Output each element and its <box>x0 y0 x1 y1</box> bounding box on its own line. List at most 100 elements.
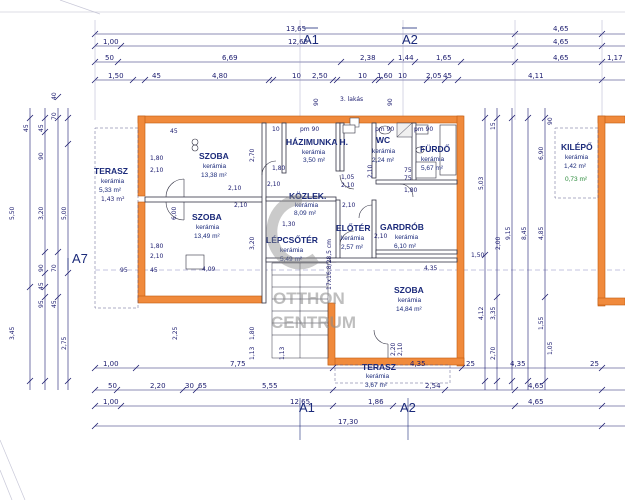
room-area: 2,57 m² <box>341 244 364 251</box>
dim-bottom-row1-0: 1,00 <box>103 360 119 368</box>
dim-top-row4-8: 2,05 <box>426 72 442 80</box>
exterior-walls <box>137 115 625 367</box>
dim-int-31: 10 <box>272 126 280 133</box>
dim-left-10: 95 <box>38 300 45 308</box>
room-labels: TERASZ kerámia 5,33 m² 1,43 m² SZOBA ker… <box>94 135 593 389</box>
dim-int-6: 1,05 <box>341 174 355 181</box>
room-area: 8,09 m² <box>294 210 317 217</box>
staircase <box>271 262 329 359</box>
room-gardrob: GARDRÓB kerámia 6,10 m² <box>380 221 424 250</box>
unit-label: 3. lakás <box>340 96 363 103</box>
pm-label-2: pm 90 <box>414 126 433 133</box>
room-name: LÉPCSŐTÉR <box>266 234 318 245</box>
axis-a1-top: A1 <box>303 32 319 47</box>
dim-top-row4-1: 45 <box>152 72 161 80</box>
dim-left-2: 45 <box>38 124 45 132</box>
dim-bottom-row1-1: 7,75 <box>230 360 246 368</box>
room-name: WC <box>376 135 390 145</box>
room-kozlek: KÖZLEK. kerámia 8,09 m² <box>289 191 326 217</box>
dim-top-row4-6: 1,60 <box>377 72 393 80</box>
dim-left-11: 45 <box>51 300 58 308</box>
room-material: kerámia <box>203 163 227 170</box>
dim-top-row3-0: 50 <box>105 54 114 62</box>
room-material: kerámia <box>421 156 445 163</box>
dim-int-18: 2,00 <box>495 236 502 250</box>
watermark-line1: OTTHON <box>273 289 345 308</box>
axis-markers-top: A1 A2 <box>303 27 418 47</box>
dim-right-1: 15 <box>490 122 497 130</box>
dim-bottom-row2-2: 30 <box>185 382 194 390</box>
dim-top-row4-9: 45 <box>443 72 452 80</box>
dim-left-8: 45 <box>38 282 45 290</box>
room-material: kerámia <box>565 154 589 161</box>
dim-top-row3-6: 1,17 <box>607 54 623 62</box>
axis-a1-bottom: A1 <box>299 400 315 415</box>
room-name: FÜRDŐ <box>420 143 451 154</box>
room-name: SZOBA <box>199 151 229 161</box>
dim-int-26: 2,25 <box>172 326 179 340</box>
dim-left-14: 40 <box>51 92 58 100</box>
room-wc: WC kerámia 2,24 m² <box>372 135 396 164</box>
dim-int-10: 1,80 <box>404 187 418 194</box>
room-name: TERASZ <box>362 362 396 372</box>
dim-right-0: 5,03 <box>478 176 485 190</box>
dim-int-22: 2,20 <box>390 342 397 356</box>
left-dimension-lines <box>26 93 72 390</box>
dim-left-5: 3,20 <box>38 206 45 220</box>
dim-left-12: 2,75 <box>61 336 68 350</box>
interior-dimension-labels: 1,80 2,10 1,80 2,10 2,70 2,10 1,05 2,10 … <box>120 126 502 360</box>
dim-left-1: 5,50 <box>9 206 16 220</box>
door-swings <box>165 160 414 358</box>
terrace-outlines <box>94 127 599 384</box>
dim-int-19: 1,50 <box>471 252 485 259</box>
room-extra: 1,43 m² <box>101 196 125 203</box>
dim-bottom-row2-3: 65 <box>198 382 207 390</box>
dim-left-0: 45 <box>23 124 30 132</box>
room-szoba-2: SZOBA kerámia 13,49 m² <box>192 212 222 240</box>
dim-int-21: 2,10 <box>397 342 404 356</box>
dim-bottom-row1-3: 25 <box>466 360 475 368</box>
dim-right-10: 1,05 <box>547 341 554 355</box>
dim-bottom-row1-5: 25 <box>590 360 599 368</box>
axis-a7: A7 <box>72 251 88 266</box>
dim-top-row4-10: 4,11 <box>528 72 544 80</box>
dim-int-16: 2,10 <box>374 233 388 240</box>
room-name: SZOBA <box>192 212 222 222</box>
room-szoba-1: SZOBA kerámia 13,38 m² <box>199 151 229 179</box>
dim-int-0: 1,80 <box>150 155 164 162</box>
room-name: HÁZIMUNKA H. <box>286 137 348 147</box>
dim-int-25: 1,13 <box>249 346 256 360</box>
dim-int-34: 45 <box>150 267 158 274</box>
room-name: TERASZ <box>94 166 128 176</box>
room-area: 5,67 m² <box>421 165 444 172</box>
room-szoba-3: SZOBA kerámia 14,84 m² <box>394 285 424 313</box>
dim-top-row4-5: 10 <box>358 72 367 80</box>
dim-left-9: 70 <box>51 264 58 272</box>
dim-top-row4-4: 2,50 <box>312 72 328 80</box>
dim-int-28: 1,30 <box>282 221 296 228</box>
room-area: 14,84 m² <box>396 306 422 313</box>
pm-labels: pm 90 pm 90 pm 90 90 90 90 <box>300 98 554 133</box>
dim-top-row1-0: 13,65 <box>286 25 306 33</box>
dim-right-7: 4,85 <box>538 226 545 240</box>
dim-left-6: 5,00 <box>61 206 68 220</box>
room-area: 3,67 m² <box>365 382 388 389</box>
dim-int-7: 2,10 <box>341 182 355 189</box>
dim-int-27: 17x16,8/28,5 cm <box>326 239 333 290</box>
dim-top-row3-1: 6,69 <box>222 54 238 62</box>
room-name: KILÉPŐ <box>561 141 593 152</box>
dim-int-13: 3,20 <box>249 236 256 250</box>
pm-label-4: 90 <box>387 98 394 106</box>
room-name: ELŐTÉR <box>336 222 370 233</box>
dim-int-33: 95 <box>120 267 128 274</box>
dim-bottom-row2-0: 50 <box>108 382 117 390</box>
axis-marker-a7: A7 <box>67 251 625 271</box>
dim-right-9: 1,55 <box>538 316 545 330</box>
watermark-line2: CENTRUM <box>271 313 356 332</box>
dim-bottom-row2-5: 2,54 <box>425 382 441 390</box>
room-area: 13,49 m² <box>194 233 220 240</box>
room-area: 6,10 m² <box>394 243 417 250</box>
room-terasz-south: TERASZ kerámia 3,67 m² <box>362 362 396 389</box>
guide-lines <box>0 0 101 500</box>
bottom-dimension-lines <box>91 364 625 430</box>
